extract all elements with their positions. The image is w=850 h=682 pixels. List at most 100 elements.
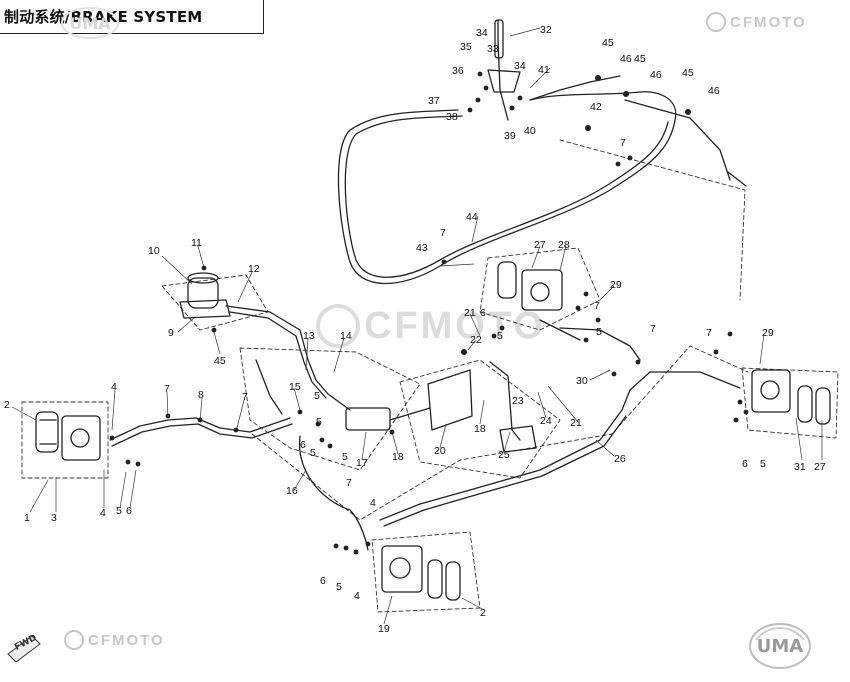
callout-3: 3 bbox=[51, 512, 57, 524]
callout-6: 6 bbox=[320, 575, 326, 587]
callout-7: 7 bbox=[346, 477, 352, 489]
brand-logo-bottom-left: CFMOTO bbox=[64, 630, 165, 650]
callout-17: 17 bbox=[356, 457, 368, 469]
callout-26: 26 bbox=[614, 453, 626, 465]
brand-text: CFMOTO bbox=[88, 631, 165, 649]
callout-13: 13 bbox=[303, 330, 315, 342]
callout-23: 23 bbox=[512, 395, 524, 407]
leader-lines bbox=[11, 27, 823, 625]
brake-line-16 bbox=[298, 435, 369, 551]
brand-text: CFMOTO bbox=[364, 304, 546, 347]
callout-7: 7 bbox=[650, 323, 656, 335]
callout-45: 45 bbox=[634, 53, 646, 65]
callout-2: 2 bbox=[480, 607, 486, 619]
callout-labels: 1 2 3 4 4 4 4 5 5 5 5 5 5 5 5 5 6 6 6 6 … bbox=[4, 24, 826, 635]
uma-logo-icon bbox=[61, 7, 119, 39]
callout-5: 5 bbox=[316, 416, 322, 428]
callout-44: 44 bbox=[466, 211, 478, 223]
brand-mark-icon bbox=[64, 630, 84, 650]
callout-40: 40 bbox=[524, 125, 536, 137]
callout-5: 5 bbox=[310, 447, 316, 459]
fwd-arrow: FWD bbox=[6, 632, 44, 663]
callout-36: 36 bbox=[452, 65, 464, 77]
callout-33: 33 bbox=[487, 43, 499, 55]
callout-25: 25 bbox=[498, 449, 510, 461]
callout-27: 27 bbox=[534, 239, 546, 251]
callout-4: 4 bbox=[100, 507, 106, 519]
callout-45: 45 bbox=[214, 355, 226, 367]
parking-cable-44 bbox=[337, 91, 677, 285]
callout-5: 5 bbox=[497, 330, 503, 342]
callout-41: 41 bbox=[538, 64, 550, 76]
callout-6: 6 bbox=[300, 439, 306, 451]
uma-watermark-text: UMA bbox=[69, 14, 111, 33]
callout-45: 45 bbox=[602, 37, 614, 49]
callout-10: 10 bbox=[148, 245, 160, 257]
callout-7: 7 bbox=[242, 391, 248, 403]
callout-7: 7 bbox=[440, 227, 446, 239]
callout-7: 7 bbox=[620, 137, 626, 149]
callout-4: 4 bbox=[111, 381, 117, 393]
callout-18: 18 bbox=[392, 451, 404, 463]
callout-31: 31 bbox=[794, 461, 806, 473]
callout-22: 22 bbox=[470, 334, 482, 346]
fasteners bbox=[109, 71, 749, 555]
callout-5: 5 bbox=[760, 458, 766, 470]
callout-7: 7 bbox=[594, 300, 600, 312]
callout-21: 21 bbox=[464, 307, 476, 319]
callout-18: 18 bbox=[474, 423, 486, 435]
brake-line-26 bbox=[379, 371, 741, 521]
callout-8: 8 bbox=[198, 389, 204, 401]
brand-watermark-center: CFMOTO bbox=[316, 304, 546, 348]
callout-9: 9 bbox=[168, 327, 174, 339]
uma-logo: UMA bbox=[748, 618, 812, 674]
callout-6: 6 bbox=[126, 505, 132, 517]
callout-5: 5 bbox=[596, 326, 602, 338]
callout-6: 6 bbox=[742, 458, 748, 470]
brand-mark-icon bbox=[706, 12, 726, 32]
master-cylinder-17 bbox=[345, 407, 431, 431]
callout-45: 45 bbox=[682, 67, 694, 79]
callout-27: 27 bbox=[814, 461, 826, 473]
uma-logo-text: UMA bbox=[756, 636, 804, 657]
brand-mark-icon bbox=[316, 304, 360, 348]
brand-text: CFMOTO bbox=[730, 13, 807, 31]
front-left-caliper bbox=[35, 411, 101, 461]
callout-30: 30 bbox=[576, 375, 588, 387]
diagram-title-box: 制动系统/BRAKE SYSTEM bbox=[0, 0, 264, 34]
callout-46: 46 bbox=[620, 53, 632, 65]
callout-34: 34 bbox=[514, 60, 526, 72]
callout-34: 34 bbox=[476, 27, 488, 39]
callout-46: 46 bbox=[708, 85, 720, 97]
callout-20: 20 bbox=[434, 445, 446, 457]
callout-29: 29 bbox=[610, 279, 622, 291]
brake-line-8 bbox=[109, 417, 291, 441]
callout-29: 29 bbox=[762, 327, 774, 339]
reservoir-10 bbox=[179, 272, 231, 319]
front-right-caliper bbox=[381, 545, 461, 601]
callout-16: 16 bbox=[286, 485, 298, 497]
callout-35: 35 bbox=[460, 41, 472, 53]
callout-4: 4 bbox=[354, 590, 360, 602]
parking-lever-32 bbox=[497, 19, 509, 121]
callout-42: 42 bbox=[590, 101, 602, 113]
callout-32: 32 bbox=[540, 24, 552, 36]
brake-line-13-14 bbox=[225, 305, 351, 411]
callout-38: 38 bbox=[446, 111, 458, 123]
callout-14: 14 bbox=[340, 330, 352, 342]
callout-15: 15 bbox=[289, 381, 301, 393]
rear-caliper-lower bbox=[751, 369, 831, 425]
callout-4: 4 bbox=[370, 497, 376, 509]
callout-7: 7 bbox=[164, 383, 170, 395]
callout-1: 1 bbox=[24, 512, 30, 524]
callout-5: 5 bbox=[336, 581, 342, 593]
callout-5: 5 bbox=[116, 505, 122, 517]
brake-pedal-25 bbox=[427, 361, 537, 453]
rear-caliper-upper bbox=[497, 261, 563, 311]
callout-5: 5 bbox=[314, 390, 320, 402]
callout-2: 2 bbox=[4, 399, 10, 411]
callout-7: 7 bbox=[706, 327, 712, 339]
diagram-title: 制动系统/BRAKE SYSTEM bbox=[4, 8, 203, 26]
callout-24: 24 bbox=[540, 415, 552, 427]
